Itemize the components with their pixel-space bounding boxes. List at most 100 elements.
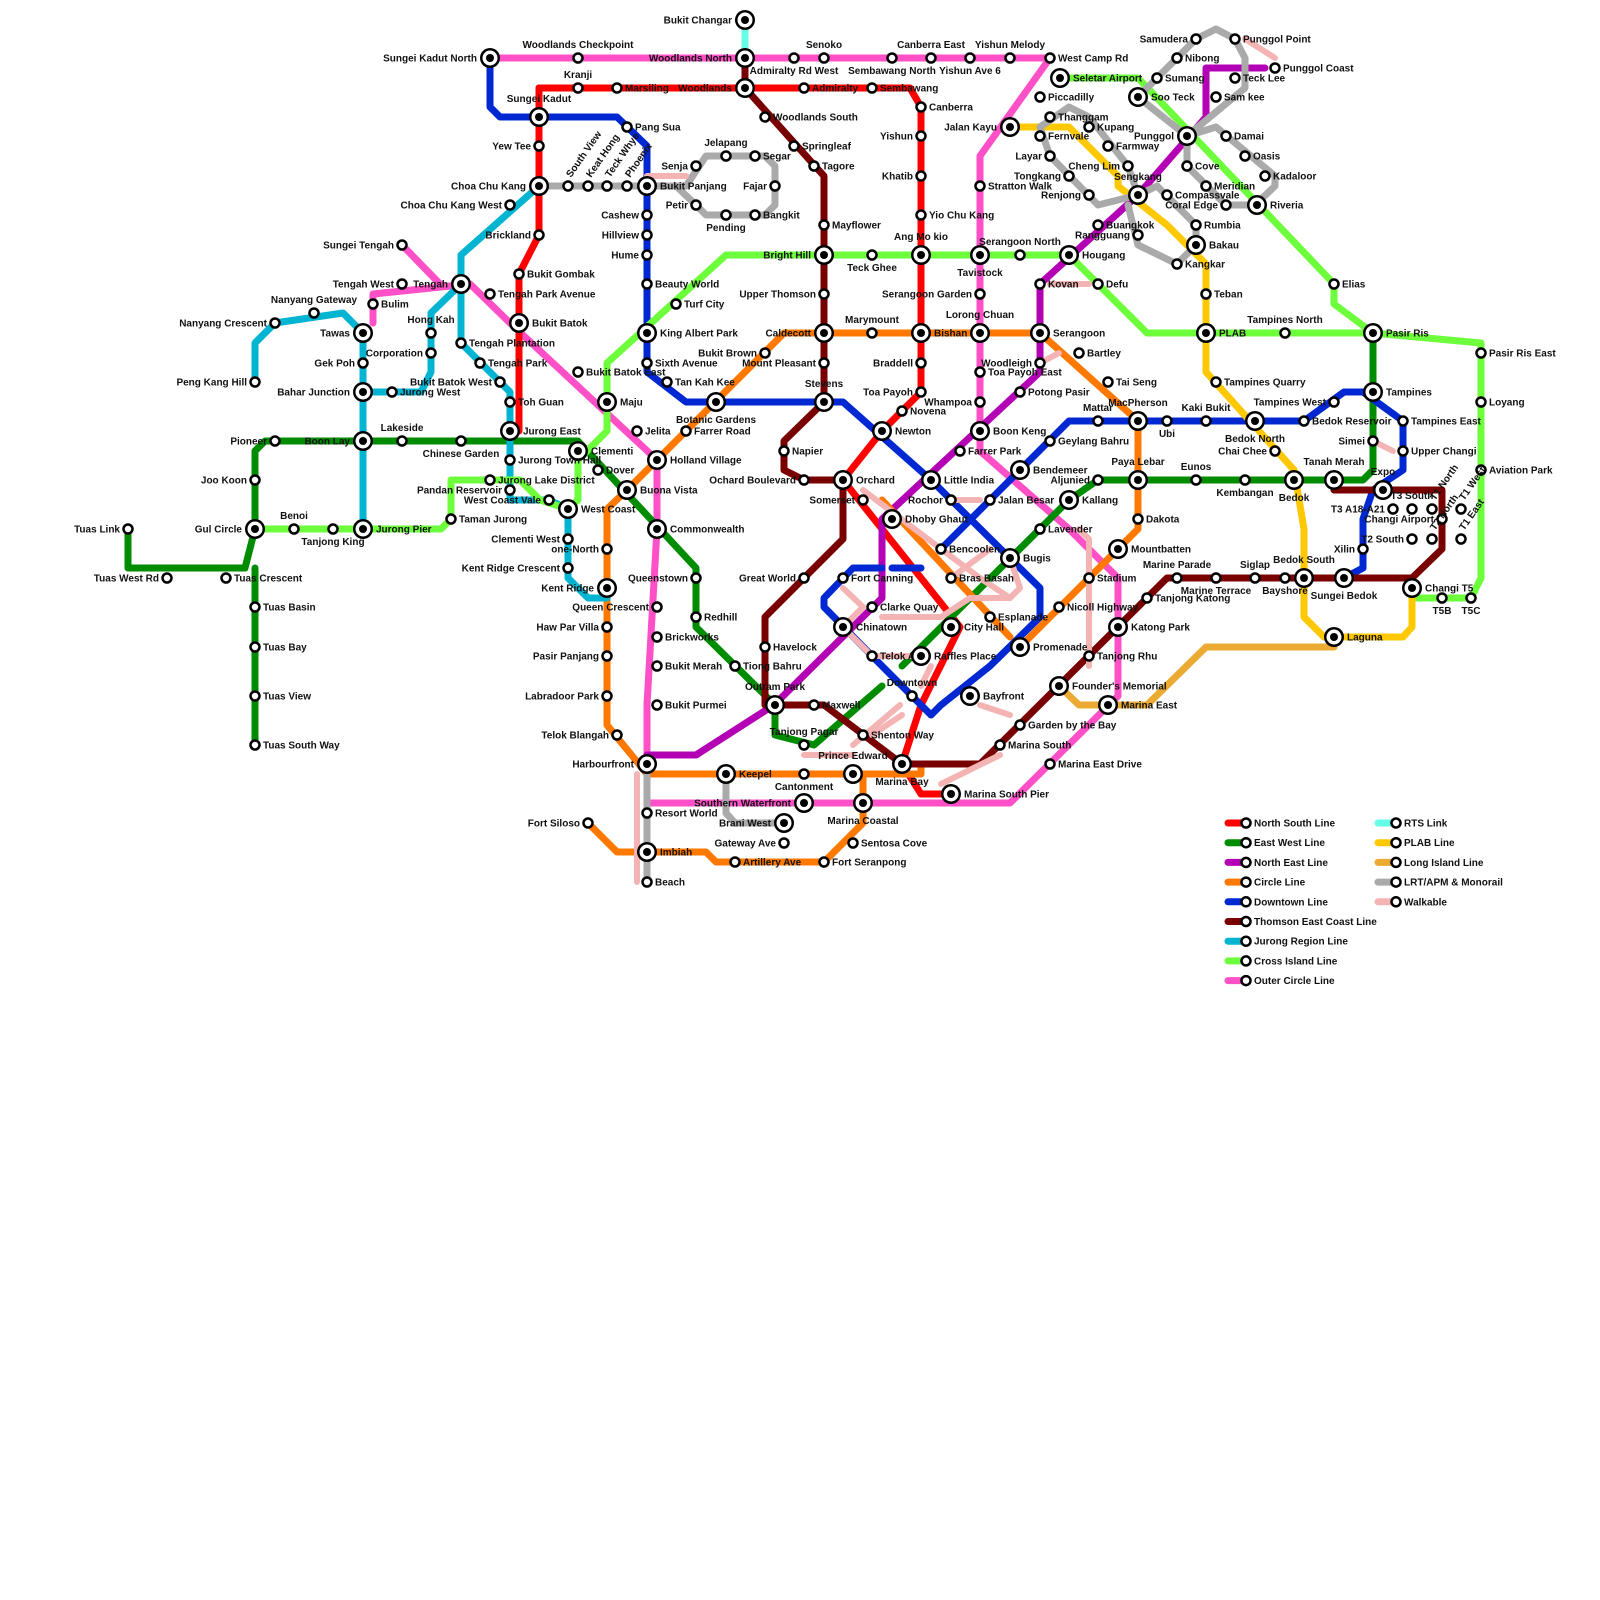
station-choa-chu-kang-west[interactable]: Choa Chu Kang West: [401, 199, 516, 212]
station-tuas-basin[interactable]: Tuas Basin: [249, 601, 316, 614]
station-jurong-lake-district[interactable]: Jurong Lake District: [484, 474, 596, 487]
station-pang-sua[interactable]: Pang Sua: [621, 121, 682, 134]
station-sungei-kadut[interactable]: Sungei Kadut: [507, 94, 572, 127]
station-buangkok[interactable]: Buangkok: [1092, 219, 1155, 232]
station-hong-kah[interactable]: Hong Kah: [407, 315, 455, 339]
station-gek-poh[interactable]: Gek Poh: [314, 357, 369, 370]
station-expo[interactable]: Expo: [1371, 467, 1395, 500]
station-tawas[interactable]: Tawas: [320, 323, 373, 343]
station-newton[interactable]: Newton: [872, 421, 931, 441]
station-sixth-avenue[interactable]: Sixth Avenue: [641, 357, 719, 370]
station-rumbia[interactable]: Rumbia: [1190, 219, 1242, 232]
station-tengah-park[interactable]: Tengah Park: [474, 357, 548, 370]
station-hillview[interactable]: Hillview: [602, 229, 653, 242]
station-bedok[interactable]: Bedok: [1279, 470, 1310, 504]
station-yishun-melody[interactable]: Yishun Melody: [975, 40, 1046, 64]
station-coral-edge[interactable]: Coral Edge: [1165, 199, 1232, 212]
station-fort-seranpong[interactable]: Fort Seranpong: [818, 856, 907, 869]
station-tuas-bay[interactable]: Tuas Bay: [249, 641, 308, 654]
station-marina-south[interactable]: Marina South: [994, 739, 1072, 752]
station-kupang[interactable]: Kupang: [1083, 121, 1135, 134]
station-sungei-kadut-north[interactable]: Sungei Kadut North: [383, 48, 500, 68]
station-changi-airport[interactable]: Changi Airport: [1364, 513, 1448, 526]
station-yew-tee[interactable]: Yew Tee: [492, 140, 545, 153]
station-commonwealth[interactable]: Commonwealth: [647, 519, 744, 539]
station-queen-crescent[interactable]: Queen Crescent: [572, 601, 663, 614]
station-choa-chu-kang[interactable]: Choa Chu Kang: [451, 176, 549, 196]
station-napier[interactable]: Napier: [778, 445, 824, 458]
station-maju[interactable]: Maju: [597, 392, 643, 412]
station-nibong[interactable]: Nibong: [1171, 52, 1220, 65]
station-samudera[interactable]: Samudera: [1140, 33, 1202, 46]
station-great-world[interactable]: Great World: [739, 572, 810, 585]
station-katong-park[interactable]: Katong Park: [1108, 617, 1190, 637]
station-tanjong-katong[interactable]: Tanjong Katong: [1141, 592, 1231, 605]
station-kent-ridge[interactable]: Kent Ridge: [541, 578, 617, 598]
station-marsiling[interactable]: Marsiling: [611, 82, 669, 95]
station-tanjong-king[interactable]: Tanjong King: [301, 523, 365, 549]
station-pioneer[interactable]: Pioneer: [230, 435, 281, 448]
station-pending[interactable]: Pending: [706, 209, 746, 235]
station-compassvale[interactable]: Compassvale: [1161, 189, 1240, 202]
station-kranji[interactable]: Kranji: [564, 70, 593, 94]
station-woodlands-north[interactable]: Woodlands North: [649, 48, 755, 68]
station-mount-pleasant[interactable]: Mount Pleasant: [742, 357, 830, 370]
station-mayflower[interactable]: Mayflower: [818, 219, 882, 232]
station-stratton-walk[interactable]: Stratton Walk: [974, 180, 1053, 193]
station-pasir-ris[interactable]: Pasir Ris: [1363, 323, 1429, 343]
station-fort-canning[interactable]: Fort Canning: [837, 572, 914, 585]
station-kaki-bukit[interactable]: Kaki Bukit: [1182, 403, 1232, 427]
station-garden-by-the-bay[interactable]: Garden by the Bay: [1014, 719, 1117, 732]
station-yishun-ave-6[interactable]: Yishun Ave 6: [939, 52, 1001, 78]
station-damai[interactable]: Damai: [1220, 130, 1265, 143]
station-punggol[interactable]: Punggol: [1134, 126, 1197, 146]
station-senoko[interactable]: Senoko: [806, 40, 842, 64]
station-potong-pasir[interactable]: Potong Pasir: [1014, 386, 1090, 399]
station-bedok-north[interactable]: Bedok North: [1225, 411, 1285, 445]
station-bartley[interactable]: Bartley: [1073, 347, 1122, 360]
station-artillery-ave[interactable]: Artillery Ave: [729, 856, 802, 869]
station-jelapang[interactable]: Jelapang: [704, 138, 748, 162]
station-t5b[interactable]: T5B: [1433, 592, 1452, 618]
station-cantonment[interactable]: Cantonment: [775, 768, 834, 794]
station-bras-basah[interactable]: Bras Basah: [945, 572, 1015, 585]
station-clarke-quay[interactable]: Clarke Quay: [866, 601, 939, 614]
station-tampines-west[interactable]: Tampines West: [1254, 396, 1340, 409]
station-sengkang[interactable]: Sengkang: [1114, 172, 1162, 205]
station-tengah[interactable]: Tengah: [413, 274, 471, 294]
station-brickworks[interactable]: Brickworks: [651, 631, 720, 644]
station-dover[interactable]: Dover: [592, 464, 635, 477]
station-king-albert-park[interactable]: King Albert Park: [637, 323, 738, 343]
station-riveria[interactable]: Riveria: [1247, 195, 1304, 215]
station-tuas-view[interactable]: Tuas View: [249, 690, 312, 703]
station-elias[interactable]: Elias: [1328, 278, 1366, 291]
station-chinatown[interactable]: Chinatown: [833, 617, 907, 637]
station-tampines-quarry[interactable]: Tampines Quarry: [1210, 376, 1306, 389]
station-bedok-reservoir[interactable]: Bedok Reservoir: [1298, 415, 1392, 428]
station-whampoa[interactable]: Whampoa: [924, 396, 986, 409]
station-macpherson[interactable]: MacPherson: [1108, 398, 1168, 431]
station-orchard[interactable]: Orchard: [833, 470, 895, 490]
station-downtown[interactable]: Downtown: [887, 678, 938, 702]
station-admiralty-rd-west[interactable]: Admiralty Rd West: [750, 52, 839, 78]
station-bedok-south[interactable]: Bedok South: [1273, 555, 1335, 588]
station-fernvale[interactable]: Fernvale: [1034, 130, 1090, 143]
station-bukit-batok-west[interactable]: Bukit Batok West: [410, 376, 506, 389]
station-resort-world[interactable]: Resort World: [641, 807, 718, 820]
station-marina-south-pier[interactable]: Marina South Pier: [941, 784, 1049, 804]
station-woodlands-checkpoint[interactable]: Woodlands Checkpoint: [523, 40, 635, 64]
station-gateway-ave[interactable]: Gateway Ave: [714, 837, 790, 850]
station-rochor[interactable]: Rochor: [908, 494, 957, 507]
station-farrer-road[interactable]: Farrer Road: [680, 425, 751, 438]
station-botanic-gardens[interactable]: Botanic Gardens: [676, 392, 756, 426]
station-tavistock[interactable]: Tavistock: [957, 245, 1003, 279]
station-bugis[interactable]: Bugis: [1000, 548, 1051, 568]
station-woodlands[interactable]: Woodlands: [678, 78, 755, 98]
station-caldecott[interactable]: Caldecott: [765, 323, 834, 343]
station-thanggam[interactable]: Thanggam: [1044, 111, 1109, 124]
station-bukit-gombak[interactable]: Bukit Gombak: [513, 268, 596, 281]
station-little-india[interactable]: Little India: [921, 470, 994, 490]
station-jalan-besar[interactable]: Jalan Besar: [984, 494, 1055, 507]
station-tanjong-pagar[interactable]: Tanjong Pagar: [770, 727, 839, 751]
station-jurong-west[interactable]: Jurong West: [386, 386, 462, 399]
